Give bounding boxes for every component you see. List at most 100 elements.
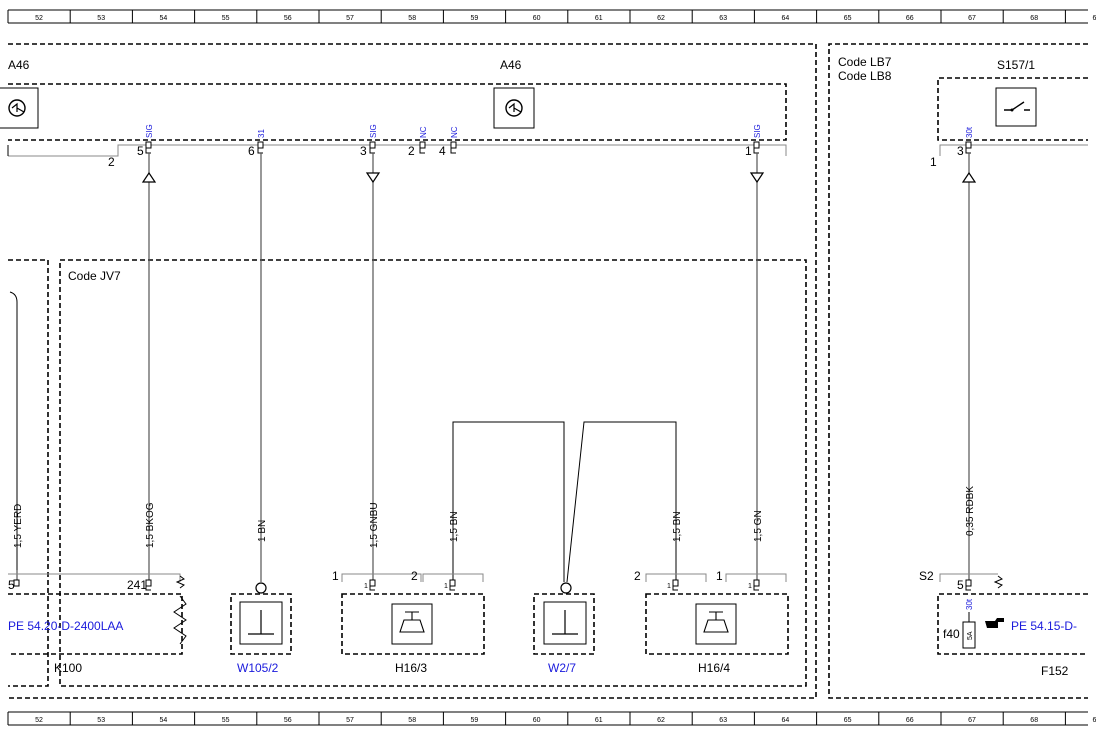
switch-icon: [995, 87, 1037, 127]
code-lb7-label: Code LB7: [838, 55, 892, 69]
h163-connector-bar: [341, 573, 484, 582]
h164-conn-1: 1: [716, 569, 723, 583]
h164-pin-1a: 1: [667, 583, 671, 590]
pe-left-link[interactable]: PE 54.20-D-2400LAA: [8, 619, 123, 633]
k100-label: K100: [54, 661, 82, 675]
top-ruler-number: 59: [471, 15, 479, 22]
s157-connector-bar: [939, 144, 1088, 156]
control-unit-icon: [493, 87, 535, 129]
a46-pin-5: 5: [137, 144, 144, 158]
signal-30t-bottom: 30t: [965, 598, 974, 610]
w105-box: [230, 593, 292, 655]
signal-nc-2: NC: [450, 126, 459, 138]
a46-connector-num: 2: [108, 155, 115, 169]
fuse-icon: [962, 621, 976, 649]
h163-pin-1a: 1: [364, 583, 368, 590]
a46-pins: [145, 141, 760, 154]
k100-resistor-top: [175, 575, 185, 589]
h163-pin-1b: 1: [444, 583, 448, 590]
wire-label-bn-1: 1 BN: [257, 520, 268, 542]
bottom-ruler-number: 62: [657, 717, 665, 724]
bottom-ruler-number: 65: [844, 717, 852, 724]
bottom-ruler-number: 61: [595, 717, 603, 724]
top-ruler-number: 57: [346, 15, 354, 22]
w27-link[interactable]: W2/7: [548, 661, 576, 675]
top-ruler-number: 56: [284, 15, 292, 22]
code-lb8-label: Code LB8: [838, 69, 892, 83]
top-ruler-number: 68: [1030, 15, 1038, 22]
wire-label-gnbu: 1,5 GNBU: [369, 502, 380, 548]
s157-label: S157/1: [997, 58, 1035, 72]
top-ruler-number: 67: [968, 15, 976, 22]
signal-sig-2: SIG: [369, 124, 378, 138]
f152-resistor: [993, 575, 1003, 589]
top-ruler-number: 58: [408, 15, 416, 22]
top-ruler-number: 66: [906, 15, 914, 22]
s157-box: [937, 77, 1088, 141]
s2-label: S2: [919, 569, 934, 583]
signal-31: 31: [257, 129, 266, 138]
code-jv7-box: [59, 259, 807, 687]
bottom-ruler-number: 57: [346, 717, 354, 724]
ground-icon: [239, 601, 283, 645]
bottom-ruler-number: 53: [97, 717, 105, 724]
h163-conn-2: 2: [411, 569, 418, 583]
top-ruler-number: 60: [533, 15, 541, 22]
a46-pin-2: 2: [408, 144, 415, 158]
w27-box: [533, 593, 595, 655]
f152-box: [937, 593, 1088, 655]
top-ruler-number: 52: [35, 15, 43, 22]
bottom-ruler: 525354555657585960616263646566676869: [7, 711, 1096, 726]
signal-30t-top: 30t: [965, 126, 974, 138]
k100-curve-wire: [9, 291, 18, 570]
pe-right-link[interactable]: PE 54.15-D-: [1011, 619, 1077, 633]
a46-pin-4: 4: [439, 144, 446, 158]
h163-label: H16/3: [395, 661, 427, 675]
a46-pin-3: 3: [360, 144, 367, 158]
h164-label: H16/4: [698, 661, 730, 675]
k100-region: [8, 259, 49, 687]
w105-link[interactable]: W105/2: [237, 661, 279, 675]
control-unit-icon-left: [0, 87, 39, 129]
signal-nc-1: NC: [419, 126, 428, 138]
top-ruler-number: 53: [97, 15, 105, 22]
horn-icon: [695, 603, 737, 645]
top-ruler-number: 55: [222, 15, 230, 22]
f152-connector-bar: [939, 573, 998, 582]
top-ruler-number: 61: [595, 15, 603, 22]
outer-frame-right: [828, 43, 1088, 699]
top-ruler-number: 63: [719, 15, 727, 22]
s157-pin-3: 3: [957, 144, 964, 158]
ground-icon: [543, 601, 587, 645]
w105-ground-point: [255, 582, 267, 594]
f152-label: F152: [1041, 664, 1069, 678]
bottom-ruler-number: 69: [1093, 717, 1096, 724]
code-jv7-label: Code JV7: [68, 269, 121, 283]
w27-ground-point: [560, 582, 572, 594]
horn-icon: [391, 603, 433, 645]
wire-label-bn-2: 1,5 BN: [449, 511, 460, 542]
a46-box: [8, 83, 787, 141]
top-ruler-number: 64: [782, 15, 790, 22]
bottom-ruler-number: 56: [284, 717, 292, 724]
bottom-ruler-number: 55: [222, 717, 230, 724]
top-ruler-number: 65: [844, 15, 852, 22]
k100-resistor: [173, 595, 187, 645]
k100-box: [8, 593, 183, 655]
k100-connector-bar: [8, 573, 181, 582]
bottom-ruler-number: 59: [471, 717, 479, 724]
a46-pin-1: 1: [745, 144, 752, 158]
h164-connector-bar: [645, 573, 787, 582]
wires: [16, 153, 977, 583]
s2-pin-5: 5: [957, 578, 964, 592]
top-ruler: 525354555657585960616263646566676869: [7, 9, 1096, 24]
k100-pin-5: 5: [8, 578, 15, 592]
wire-label-bkog: 1,5 BKOG: [145, 502, 156, 548]
a46-label: A46: [500, 58, 522, 72]
top-ruler-number: 69: [1093, 15, 1096, 22]
fuse-rating: 5A: [967, 631, 974, 640]
a46-connector-bar: [8, 144, 787, 157]
bottom-ruler-number: 68: [1030, 717, 1038, 724]
